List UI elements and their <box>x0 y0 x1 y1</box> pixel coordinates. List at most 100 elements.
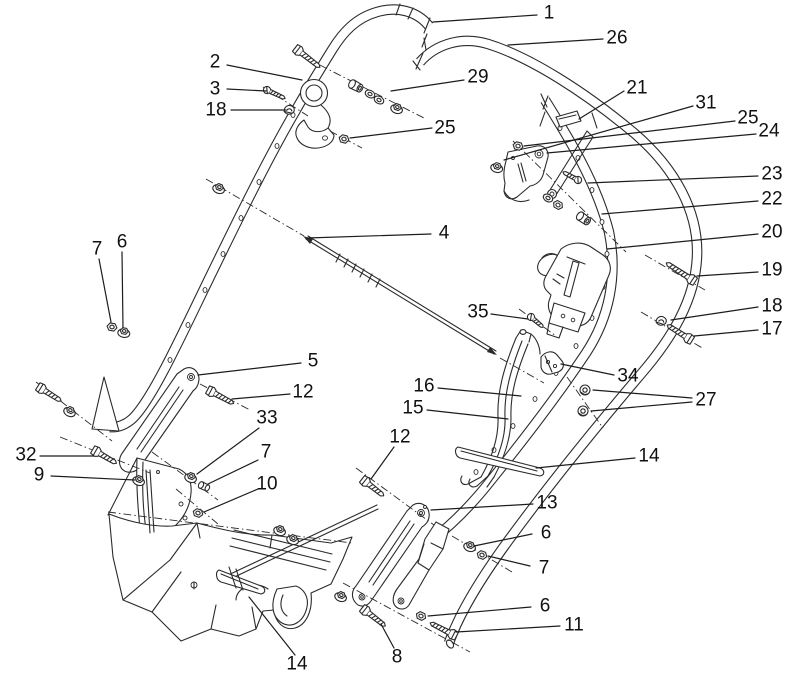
push-nut-part <box>283 104 295 115</box>
callout-22: 22 <box>601 189 783 215</box>
hex-bolt-part <box>205 385 235 405</box>
hex-nut-part <box>415 611 427 621</box>
callout-15: 15 <box>402 398 509 420</box>
flange-nut-part <box>463 541 476 553</box>
callout-12: 12 <box>370 427 411 480</box>
callout-label-3: 3 <box>210 79 221 100</box>
callout-18: 18 <box>205 100 287 121</box>
callout-label-15: 15 <box>402 398 423 419</box>
hex-nut-part <box>106 322 118 332</box>
callout-3: 3 <box>210 79 267 100</box>
hardware-layer <box>34 44 699 641</box>
callout-10: 10 <box>203 474 278 513</box>
push-nut-part <box>655 316 667 326</box>
bushing-part <box>575 211 592 226</box>
callout-11: 11 <box>455 615 584 636</box>
structure-lines <box>35 3 706 653</box>
callout-9: 9 <box>34 465 136 486</box>
callout-label-6: 6 <box>540 596 551 617</box>
upper-handle-tube <box>109 3 434 433</box>
callout-13: 13 <box>430 493 558 514</box>
callout-label-22: 22 <box>761 189 782 210</box>
flange-nut-part <box>132 475 145 487</box>
callout-label-31: 31 <box>695 93 716 114</box>
washer-part <box>364 89 376 99</box>
callout-label-6: 6 <box>541 523 552 544</box>
callout-label-7: 7 <box>539 558 550 579</box>
rope-guide-loop <box>295 78 335 149</box>
callout-label-14: 14 <box>286 654 308 675</box>
hex-bolt-part <box>358 604 386 627</box>
callout-label-35: 35 <box>467 302 488 323</box>
cable-clip <box>540 351 564 375</box>
callout-label-12: 12 <box>292 382 313 403</box>
callout-2: 2 <box>210 52 303 81</box>
hex-bolt-part <box>90 445 118 465</box>
washer-part <box>373 95 385 105</box>
callout-31: 31 <box>503 93 717 161</box>
screw-part <box>562 170 583 185</box>
handle-decal <box>539 110 598 129</box>
hex-nut-part <box>476 550 488 560</box>
screw-part <box>262 85 286 100</box>
callout-4: 4 <box>306 223 450 244</box>
flange-nut-part <box>63 405 76 418</box>
flange-nut-part <box>184 472 197 484</box>
callout-21: 21 <box>578 78 648 120</box>
callout-label-7: 7 <box>261 442 272 463</box>
callout-29: 29 <box>390 67 489 92</box>
callout-label-14: 14 <box>638 446 660 467</box>
callout-27: 27 <box>590 389 717 412</box>
callout-label-34: 34 <box>617 366 639 387</box>
callout-label-33: 33 <box>256 408 277 429</box>
flange-nut-part <box>212 183 225 195</box>
callout-23: 23 <box>587 164 783 185</box>
flange-nut-part <box>490 162 504 174</box>
callout-33: 33 <box>196 408 278 475</box>
hex-nut-part <box>512 141 524 151</box>
callout-label-18: 18 <box>205 100 226 121</box>
callout-label-13: 13 <box>536 493 557 514</box>
callout-label-11: 11 <box>564 615 584 636</box>
hex-nut-part <box>192 508 204 518</box>
callout-24: 24 <box>546 121 780 154</box>
spacer-part <box>197 481 211 492</box>
flange-nut-part <box>273 525 286 537</box>
callout-7: 7 <box>207 442 272 485</box>
callout-17: 17 <box>693 319 783 340</box>
callout-label-20: 20 <box>761 222 782 243</box>
hex-bolt-part <box>291 44 321 68</box>
hex-bolt-part <box>34 382 62 402</box>
callout-26: 26 <box>507 28 628 49</box>
callout-25: 25 <box>523 108 759 147</box>
bushing-part <box>348 79 364 93</box>
hex-nut-part <box>553 199 563 211</box>
callout-label-26: 26 <box>606 28 627 49</box>
callout-label-1: 1 <box>544 3 555 24</box>
callout-20: 20 <box>606 222 783 250</box>
callout-14: 14 <box>248 596 308 675</box>
callout-label-25: 25 <box>434 118 455 139</box>
callout-14: 14 <box>535 446 660 469</box>
callout-34: 34 <box>560 363 639 387</box>
lower-handle-tube <box>412 35 703 649</box>
hex-nut-part <box>338 134 350 144</box>
hex-bolt-part <box>358 475 385 497</box>
callout-label-9: 9 <box>34 465 45 486</box>
lower-link-plates <box>351 502 450 610</box>
screw-part <box>526 312 544 328</box>
grommet-part <box>577 405 589 417</box>
callout-label-25: 25 <box>737 108 758 129</box>
callout-8: 8 <box>380 623 402 668</box>
callout-label-5: 5 <box>308 351 319 372</box>
flange-nut-part <box>286 534 299 546</box>
handle-leg-tube <box>429 93 618 544</box>
guide-rods <box>216 446 545 595</box>
hex-bolt-part <box>665 262 699 286</box>
callout-12: 12 <box>231 382 314 403</box>
callout-5: 5 <box>197 351 319 376</box>
callout-label-23: 23 <box>761 164 782 185</box>
